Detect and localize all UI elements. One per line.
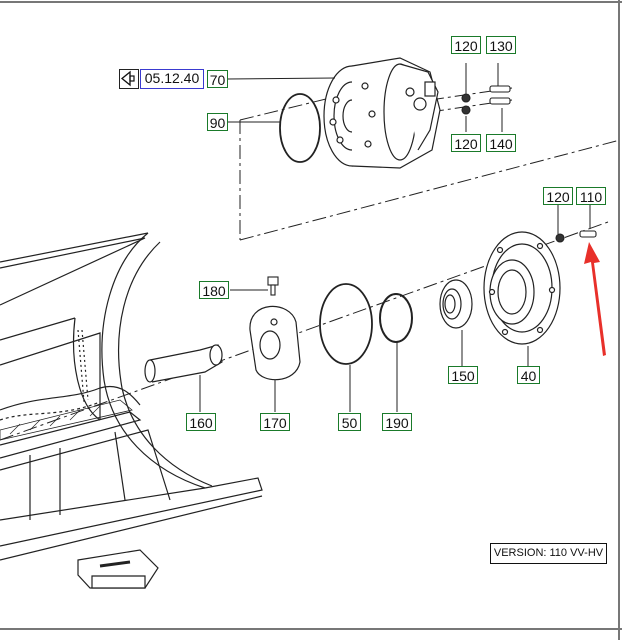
o-ring-90 — [279, 93, 321, 163]
callout-170: 170 — [260, 413, 290, 431]
callout-90: 90 — [207, 113, 228, 131]
hub-170 — [249, 305, 301, 381]
callout-160: 160 — [186, 413, 216, 431]
back-arrow-icon — [120, 70, 135, 87]
version-label: VERSION: 110 VV-HV — [490, 543, 607, 564]
callout-120-middle: 120 — [451, 134, 481, 152]
callout-190: 190 — [382, 413, 412, 431]
direction-arrow-sign — [77, 549, 159, 589]
shaft-160 — [144, 344, 223, 383]
callout-140: 140 — [486, 134, 516, 152]
drum-housing — [0, 232, 263, 561]
callout-150: 150 — [448, 366, 478, 384]
circlip-190 — [379, 293, 413, 343]
reference-link[interactable]: 05.12.40 — [140, 69, 204, 89]
fasteners-top — [461, 85, 511, 115]
bearing-150 — [439, 279, 473, 329]
screw-180 — [267, 276, 279, 296]
red-pointer-arrow — [584, 242, 606, 356]
back-reference-button[interactable] — [119, 69, 139, 89]
callout-180: 180 — [199, 281, 229, 299]
bearing-housing — [483, 231, 561, 345]
callout-110: 110 — [576, 187, 606, 205]
callout-120-top: 120 — [451, 36, 481, 54]
hydraulic-motor — [323, 57, 441, 169]
callout-130: 130 — [486, 36, 516, 54]
o-ring-50 — [319, 283, 373, 365]
callout-70: 70 — [207, 70, 228, 88]
callout-50: 50 — [338, 413, 361, 431]
callout-40: 40 — [517, 366, 540, 384]
callout-120-right: 120 — [543, 187, 573, 205]
fasteners-right — [555, 230, 597, 243]
